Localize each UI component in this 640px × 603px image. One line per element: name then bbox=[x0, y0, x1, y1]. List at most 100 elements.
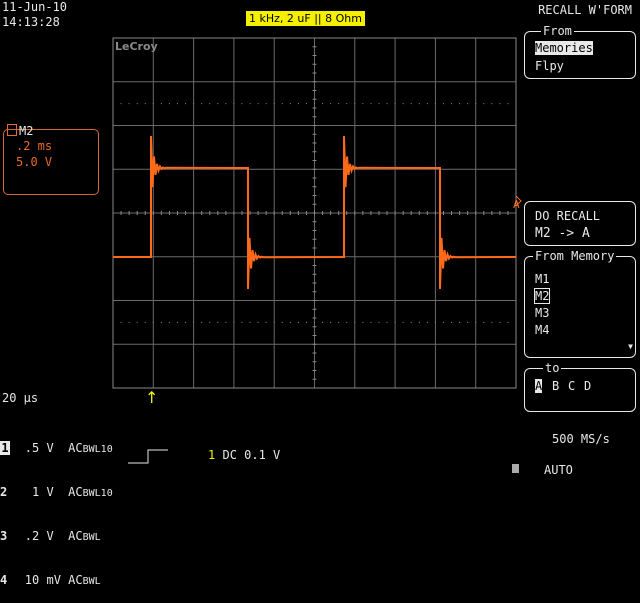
channel-unit: V bbox=[46, 441, 54, 455]
channel-row[interactable]: 4 10 mV ACBWL bbox=[0, 573, 113, 589]
to-option-b[interactable]: B bbox=[552, 379, 560, 393]
grid-tick bbox=[273, 321, 275, 323]
channel-row[interactable]: 3 .2 V ACBWL bbox=[0, 529, 113, 545]
grid-tick bbox=[312, 203, 317, 205]
scroll-down-icon[interactable]: ▼ bbox=[628, 342, 633, 351]
grid-tick bbox=[297, 103, 299, 105]
grid-tick bbox=[312, 63, 317, 65]
channel-bwl: BWL bbox=[82, 576, 101, 587]
trigger-position-marker: ↑ bbox=[145, 388, 158, 407]
grid-tick bbox=[249, 103, 251, 105]
grid-tick bbox=[185, 103, 187, 105]
from-option-flpy[interactable]: Flpy bbox=[535, 59, 564, 73]
grid-tick bbox=[330, 103, 332, 105]
from-source-panel[interactable]: From Memories Flpy bbox=[524, 24, 636, 79]
grid-tick bbox=[281, 211, 283, 215]
grid-tick bbox=[312, 343, 317, 345]
channel-coupling: AC bbox=[68, 485, 83, 499]
grid-tick bbox=[312, 230, 317, 231]
channel-volts: .2 bbox=[24, 529, 40, 543]
grid-tick bbox=[312, 291, 317, 293]
to-option-d[interactable]: D bbox=[584, 379, 592, 393]
to-trace-panel[interactable]: to A B C D bbox=[524, 361, 636, 412]
grid-tick bbox=[483, 103, 485, 105]
grid-tick bbox=[410, 103, 412, 105]
to-caption: to bbox=[543, 361, 562, 375]
grid-tick bbox=[312, 186, 317, 188]
grid-tick bbox=[442, 211, 444, 215]
channel-sub: 10 bbox=[100, 444, 113, 455]
grid-tick bbox=[225, 321, 227, 323]
grid-tick bbox=[176, 321, 178, 323]
memory-trace-info[interactable]: M2 .2 ms 5.0 V bbox=[3, 124, 99, 195]
memory-trace-timebase: .2 ms bbox=[16, 139, 53, 153]
do-recall-button[interactable]: DO RECALL M2 -> A bbox=[524, 201, 636, 246]
grid-tick bbox=[386, 321, 388, 323]
grid-tick bbox=[491, 103, 493, 105]
grid-tick bbox=[459, 321, 461, 323]
grid-tick bbox=[434, 321, 436, 323]
grid-tick bbox=[499, 211, 501, 215]
grid-tick bbox=[120, 321, 122, 323]
grid-tick bbox=[217, 321, 219, 323]
waveform-trace bbox=[113, 135, 517, 290]
grid-tick bbox=[312, 160, 317, 161]
grid-tick bbox=[160, 211, 162, 215]
grid-tick bbox=[225, 211, 227, 215]
grid-tick bbox=[491, 211, 493, 215]
trigger-level: 0.1 V bbox=[244, 448, 281, 462]
trigger-readout[interactable]: 1 DC 0.1 V bbox=[208, 448, 280, 462]
grid-tick bbox=[241, 211, 243, 215]
memory-option-m2[interactable]: M2 bbox=[533, 288, 551, 304]
channel-bwl: BWL bbox=[82, 532, 101, 543]
memory-option-m4[interactable]: M4 bbox=[535, 323, 550, 337]
grid-tick bbox=[273, 211, 275, 215]
date-text: 11-Jun-10 bbox=[2, 0, 68, 14]
grid-tick bbox=[209, 103, 211, 105]
grid-tick bbox=[312, 212, 317, 214]
grid-tick bbox=[128, 103, 130, 105]
grid-tick bbox=[312, 370, 317, 371]
time-text: 14:13:28 bbox=[2, 15, 60, 29]
trigger-mode: AUTO bbox=[544, 463, 573, 477]
memory-option-m1[interactable]: M1 bbox=[535, 272, 550, 286]
channel-bwl: BWL bbox=[82, 488, 101, 499]
grid-tick bbox=[451, 321, 453, 323]
grid-tick bbox=[289, 321, 291, 323]
grid-tick bbox=[338, 211, 340, 215]
grid-tick bbox=[176, 103, 178, 105]
channel-row[interactable]: 2 1 V ACBWL10 bbox=[0, 485, 113, 501]
grid-tick bbox=[305, 321, 307, 323]
from-memory-panel[interactable]: From Memory M1 M2 M3 M4 ▼ bbox=[524, 249, 636, 358]
memory-option-m3[interactable]: M3 bbox=[535, 306, 550, 320]
grid-tick bbox=[209, 211, 211, 215]
grid-tick bbox=[176, 211, 178, 215]
sample-rate: 500 MS/s bbox=[552, 432, 610, 446]
grid-tick bbox=[120, 211, 122, 215]
grid-tick bbox=[168, 321, 170, 323]
grid-tick bbox=[312, 265, 317, 266]
grid-tick bbox=[160, 321, 162, 323]
grid-tick bbox=[418, 103, 420, 105]
grid-tick bbox=[426, 211, 428, 215]
from-option-memories[interactable]: Memories bbox=[535, 41, 593, 55]
grid-tick bbox=[483, 211, 485, 215]
grid-tick bbox=[402, 211, 404, 215]
to-option-c[interactable]: C bbox=[568, 379, 576, 393]
channel-number: 4 bbox=[0, 573, 8, 587]
grid-tick bbox=[265, 321, 267, 323]
grid-tick bbox=[378, 103, 380, 105]
trace-label: A bbox=[513, 198, 520, 211]
grid-tick bbox=[426, 321, 428, 323]
grid-tick bbox=[362, 211, 364, 215]
channel-list: 1 .5 V ACBWL10 2 1 V ACBWL10 3 .2 V ACBW… bbox=[0, 413, 113, 603]
channel-unit: V bbox=[46, 529, 54, 543]
grid-tick bbox=[289, 103, 291, 105]
grid-tick bbox=[312, 352, 317, 354]
channel-row[interactable]: 1 .5 V ACBWL10 bbox=[0, 441, 113, 457]
grid-tick bbox=[394, 211, 396, 215]
grid-tick bbox=[225, 103, 227, 105]
grid-tick bbox=[346, 321, 348, 323]
grid-tick bbox=[185, 211, 187, 215]
to-option-a[interactable]: A bbox=[535, 379, 543, 393]
